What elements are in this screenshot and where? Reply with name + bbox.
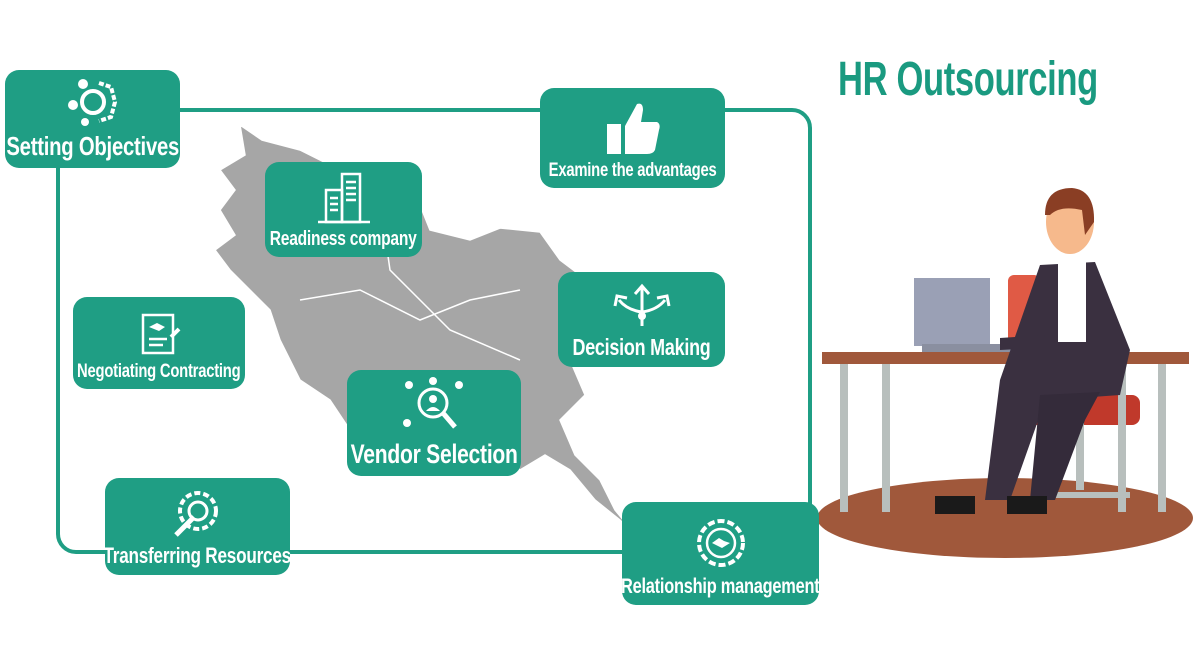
step-label: Transferring Resources	[103, 543, 292, 568]
thumbs-up-icon	[606, 103, 660, 154]
step-label: Decision Making	[572, 334, 711, 360]
step-label: Readiness company	[270, 228, 417, 250]
contract-handshake-icon	[141, 313, 181, 355]
page-title: HR Outsourcing	[838, 53, 1098, 106]
gear-handshake-icon	[696, 519, 745, 567]
step-label: Setting Objectives	[6, 131, 179, 161]
step-label: Relationship management	[621, 575, 820, 598]
process-frame-line	[56, 108, 812, 554]
person-at-desk-illustration	[817, 188, 1193, 558]
step-vendor-selection: Vendor Selection	[347, 370, 521, 476]
step-setting-objectives: Setting Objectives	[5, 70, 180, 168]
step-transferring-resources: Transferring Resources	[103, 478, 292, 575]
magnifier-people-icon	[403, 377, 463, 429]
step-label: Vendor Selection	[350, 439, 518, 469]
step-readiness-company: Readiness company	[265, 162, 422, 257]
buildings-icon	[317, 172, 370, 224]
step-label: Examine the advantages	[548, 160, 717, 181]
step-examine-advantages: Examine the advantages	[540, 88, 725, 188]
step-label: Negotiating Contracting	[77, 361, 241, 382]
diverging-arrows-icon	[613, 283, 670, 326]
gear-hand-icon	[173, 491, 218, 537]
step-relationship-management: Relationship management	[621, 502, 820, 605]
step-negotiating-contracting: Negotiating Contracting	[73, 297, 245, 389]
gear-network-icon	[67, 79, 117, 126]
step-decision-making: Decision Making	[558, 272, 725, 367]
